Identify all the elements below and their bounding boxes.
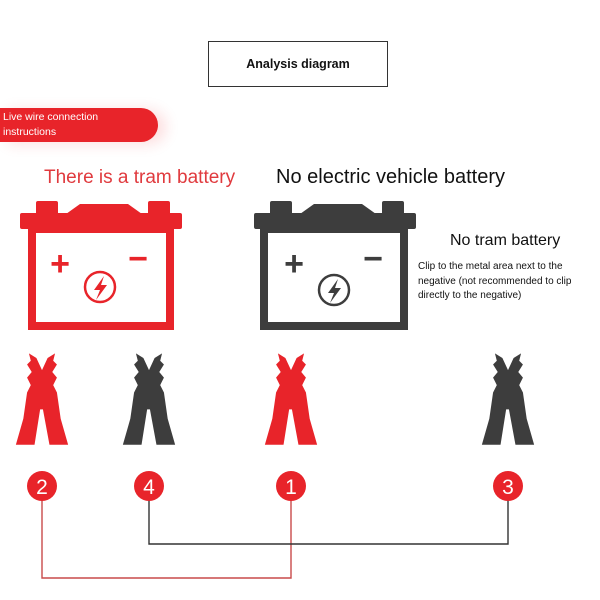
battery-plus-sign: + [50,245,70,283]
clip-number-badge: 2 [27,471,57,501]
clip-number-badge: 1 [276,471,306,501]
battery-minus-sign: − [363,240,383,278]
tram-battery: + − [20,201,182,330]
tag-line-2: instructions [3,126,57,138]
badge-number: 3 [502,476,514,499]
battery-plus-sign: + [284,245,304,283]
diagram-title: Analysis diagram [208,41,388,87]
black-wire [148,500,509,545]
alligator-clip-icon [481,353,535,445]
note-line-1: Clip to the metal area next to the [418,261,563,272]
badge-number: 1 [285,476,297,499]
badge-number: 4 [143,476,155,499]
alligator-clip-icon [122,353,176,445]
battery-minus-sign: − [128,240,148,278]
tram-battery-heading: There is a tram battery [44,167,236,188]
clip-number-badge: 3 [493,471,523,501]
alligator-clip-icon [15,353,69,445]
red-wire [41,500,292,579]
note-line-3: directly to the negative) [418,290,522,301]
lightning-bolt-icon [83,270,117,304]
tag-line-1: Live wire connection [3,111,99,123]
note-line-2: negative (not recommended to clip [418,275,572,287]
no-ev-battery-heading: No electric vehicle battery [276,166,505,188]
instructions-tag: Live wire connection instructions [0,108,158,142]
alligator-clip-icon [264,353,318,445]
clip-number-badge: 4 [134,471,164,501]
badge-number: 2 [36,476,48,499]
lightning-bolt-icon [317,273,351,307]
clip-note: Clip to the metal area next to the negat… [418,260,598,304]
no-tram-battery-label: No tram battery [450,232,561,249]
ev-battery: + − [254,201,416,330]
